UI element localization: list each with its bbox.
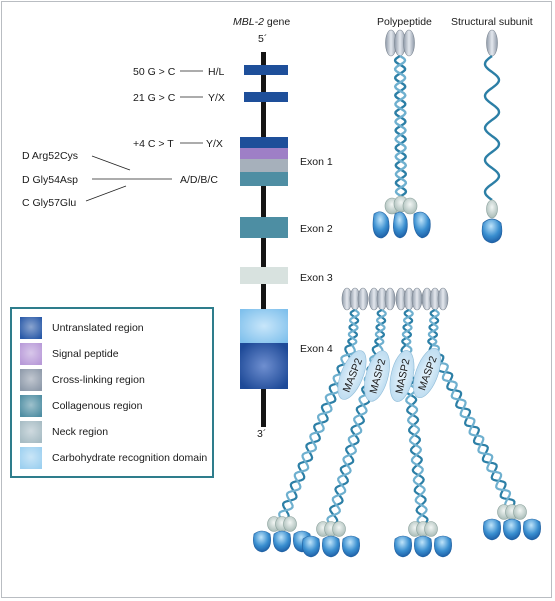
structural-subunit-title: Structural subunit xyxy=(451,16,533,28)
carbohydrate-recognition-domain xyxy=(322,535,340,558)
neck-domain xyxy=(332,521,346,537)
legend-item: Signal peptide xyxy=(20,343,119,365)
codon-connector-lines xyxy=(85,155,172,202)
legend-label: Cross-linking region xyxy=(52,374,145,386)
neck-domain xyxy=(513,504,527,520)
collagen-head xyxy=(437,287,449,311)
collagen-helix xyxy=(431,343,513,510)
collagen-helix xyxy=(347,308,360,346)
exon-3-block xyxy=(240,267,288,284)
carbohydrate-recognition-domain xyxy=(253,530,271,553)
collagen-helix xyxy=(401,309,414,347)
carbohydrate-recognition-domain xyxy=(273,530,291,553)
carbohydrate-recognition-domain xyxy=(523,518,541,541)
structural-subunit-illustration xyxy=(481,29,503,244)
masp2-protein xyxy=(364,350,390,402)
masp2-protein xyxy=(413,347,441,399)
promoter-variant-block-50 xyxy=(244,65,288,75)
mutation-21-label: 21 G > C xyxy=(133,92,176,104)
collagen-head xyxy=(357,287,369,311)
legend-label: Neck region xyxy=(52,426,109,438)
neck-domain xyxy=(283,516,297,532)
exon-4-block xyxy=(240,309,288,389)
exon-1-block xyxy=(240,137,288,186)
legend-item: Carbohydrate recognition domain xyxy=(20,447,207,469)
collagen-helix xyxy=(401,308,414,346)
mutation-plus4-label: +4 C > T xyxy=(133,138,174,150)
codon-allele-label: A/D/B/C xyxy=(180,174,218,186)
collagen-helix xyxy=(374,309,387,347)
carbohydrate-recognition-domain xyxy=(414,535,432,558)
mutation-50-label: 50 G > C xyxy=(133,66,176,78)
legend-item: Cross-linking region xyxy=(20,369,145,391)
collagen-helix xyxy=(427,308,440,346)
exon-3-label: Exon 3 xyxy=(300,272,333,284)
polypeptide-title: Polypeptide xyxy=(377,16,432,28)
legend-item: Untranslated region xyxy=(20,317,144,339)
promoter-variant-block-21 xyxy=(244,92,288,102)
legend-swatch xyxy=(20,447,42,469)
legend-swatch xyxy=(20,369,42,391)
mutation-plus4-allele: Y/X xyxy=(206,138,223,150)
legend-swatch xyxy=(20,395,42,417)
mutation-arg52cys-label: D Arg52Cys xyxy=(22,150,78,162)
legend-label: Signal peptide xyxy=(52,348,119,360)
carbohydrate-recognition-domain xyxy=(503,518,521,541)
collagen-helix xyxy=(374,308,387,346)
legend-swatch xyxy=(20,343,42,365)
mutation-21-allele: Y/X xyxy=(208,92,225,104)
legend-item: Collagenous region xyxy=(20,395,142,417)
legend-label: Collagenous region xyxy=(52,400,143,412)
mutation-50-allele: H/L xyxy=(208,66,225,78)
legend-label: Untranslated region xyxy=(52,322,144,334)
carbohydrate-recognition-domain xyxy=(302,535,320,558)
legend-label: Carbohydrate recognition domain xyxy=(52,452,208,464)
exon-4-label: Exon 4 xyxy=(300,343,333,355)
collagen-head xyxy=(411,287,423,311)
carbohydrate-recognition-domain xyxy=(342,535,360,558)
mutation-gly57glu-label: C Gly57Glu xyxy=(22,197,76,209)
legend-swatch xyxy=(20,317,42,339)
five-prime-label: 5´ xyxy=(258,33,267,45)
masp2-protein xyxy=(389,350,415,402)
polypeptide-illustration xyxy=(372,29,431,239)
mutation-gly54asp-label: D Gly54Asp xyxy=(22,174,78,186)
collagen-head xyxy=(384,287,396,311)
gene-title: MBL-2 gene xyxy=(233,16,290,28)
exon-2-block xyxy=(240,217,288,238)
neck-domain xyxy=(424,521,438,537)
carbohydrate-recognition-domain xyxy=(483,518,501,541)
gene-backbone xyxy=(261,52,266,427)
exon-1-label: Exon 1 xyxy=(300,156,333,168)
collagen-helix xyxy=(427,309,440,347)
carbohydrate-recognition-domain xyxy=(394,535,412,558)
masp2-protein xyxy=(337,350,367,400)
legend-item: Neck region xyxy=(20,421,108,443)
carbohydrate-recognition-domain xyxy=(434,535,452,558)
exon-2-label: Exon 2 xyxy=(300,223,333,235)
legend-swatch xyxy=(20,421,42,443)
collagen-helix xyxy=(347,309,360,347)
three-prime-label: 3´ xyxy=(257,428,266,440)
